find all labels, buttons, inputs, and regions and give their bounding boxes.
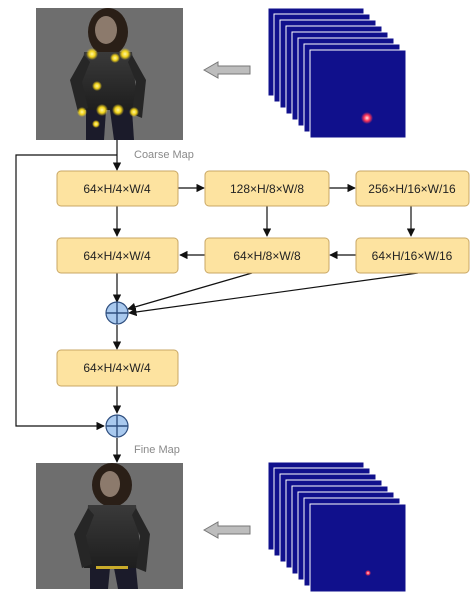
coarse-heatmap-stack (267, 7, 407, 139)
plus-circle-icon (105, 414, 129, 438)
block-r3c1: 64×H/4×W/4 (56, 349, 179, 387)
edge-r2c3-sum1 (128, 272, 419, 317)
block-r2c1-label: 64×H/4×W/4 (83, 249, 151, 263)
edge-r2c2-sum1 (127, 272, 253, 311)
block-r1c3: 256×H/16×W/16 (355, 170, 470, 207)
block-r1c1: 64×H/4×W/4 (56, 170, 179, 207)
heatmap-layer (309, 49, 407, 139)
block-r2c1: 64×H/4×W/4 (56, 237, 179, 274)
block-r2c2-label: 64×H/8×W/8 (233, 249, 301, 263)
fine-map-caption: Fine Map (134, 444, 180, 456)
plus-circle-icon (105, 301, 129, 325)
heatmap-peak (365, 570, 371, 576)
block-r1c2: 128×H/8×W/8 (204, 170, 330, 207)
coarse-map-caption: Coarse Map (134, 149, 194, 161)
block-r1c3-label: 256×H/16×W/16 (368, 182, 456, 196)
heatmap-peak (361, 112, 373, 124)
fine-person-image (36, 463, 183, 589)
fine-heatmap-stack (267, 461, 407, 593)
block-r1c1-label: 64×H/4×W/4 (83, 182, 151, 196)
coarse-person-image (36, 8, 183, 140)
block-r2c3: 64×H/16×W/16 (355, 237, 470, 274)
block-r3c1-label: 64×H/4×W/4 (83, 361, 151, 375)
block-r2c2: 64×H/8×W/8 (204, 237, 330, 274)
gray-left-arrow-icon (202, 521, 251, 539)
block-r1c2-label: 128×H/8×W/8 (230, 182, 304, 196)
heatmap-layer (309, 503, 407, 593)
gray-left-arrow-icon (202, 61, 251, 79)
edge-skip (15, 154, 117, 431)
block-r2c3-label: 64×H/16×W/16 (372, 249, 453, 263)
edges (15, 140, 419, 463)
